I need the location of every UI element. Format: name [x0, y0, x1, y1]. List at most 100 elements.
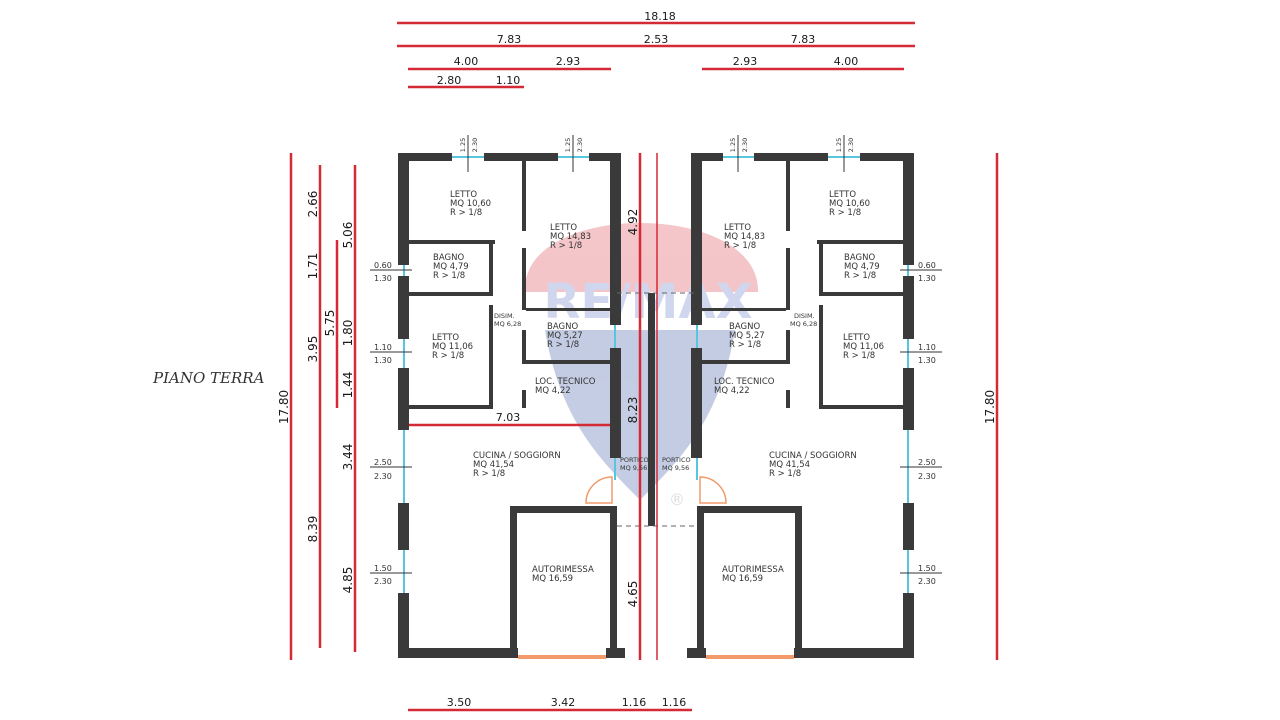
- room-ratio: R > 1/8: [547, 340, 579, 350]
- dim-label: 5.06: [341, 222, 355, 249]
- walls: [398, 153, 914, 658]
- wall-left-int-h5: [522, 360, 610, 364]
- room-ratio: R > 1/8: [843, 351, 875, 361]
- wall-left-top-3: [589, 153, 621, 161]
- dim-label: 1.16: [662, 696, 687, 709]
- room-ratio: R > 1/8: [550, 241, 582, 251]
- win-dim: 2.30: [918, 577, 936, 586]
- window-ticks: [370, 135, 942, 574]
- wall-left-int-h2: [409, 292, 491, 296]
- win-dim: 1.30: [918, 356, 936, 365]
- room-area: MQ 4,22: [535, 386, 571, 396]
- room-disim-left: DISIM. MQ 6,28: [494, 312, 521, 328]
- room-autorimessa-left: AUTORIMESSA MQ 16,59: [532, 565, 594, 584]
- room-area: MQ 9,56: [662, 464, 689, 472]
- door-swing-left: [585, 476, 613, 504]
- room-name: LETTO: [450, 190, 477, 200]
- win-dim: 0.60: [374, 261, 392, 270]
- wall-right-east-5: [903, 593, 914, 658]
- dim-label: 8.23: [626, 397, 640, 424]
- room-area: MQ 11,06: [432, 342, 473, 352]
- room-area: MQ 16,59: [722, 574, 763, 584]
- wall-right-west-1: [691, 153, 702, 325]
- wall-right-int-h3: [819, 405, 903, 409]
- room-name: BAGNO: [844, 253, 875, 263]
- room-name: PORTICO: [662, 456, 691, 464]
- room-loc-tecnico-right: LOC. TECNICO MQ 4,22: [714, 377, 775, 396]
- room-ratio: R > 1/8: [433, 271, 465, 281]
- win-dim: 1.10: [918, 343, 936, 352]
- window-dims-right: 0.60 1.30 1.10 1.30 2.50 2.30 1.50 2.30: [918, 261, 936, 586]
- window-dims-top: 1.25 2.30 1.25 2.30 1.25 2.30 1.25 2.30: [459, 138, 855, 152]
- wall-right-bottom-1: [687, 648, 706, 658]
- wall-left-west-2: [398, 276, 409, 339]
- doors: [518, 476, 794, 659]
- wall-right-garage-west: [697, 506, 704, 656]
- dim-label: 2.53: [644, 33, 669, 46]
- room-ratio: R > 1/8: [432, 351, 464, 361]
- dim-label: 1.16: [622, 696, 647, 709]
- room-ratio: R > 1/8: [473, 469, 505, 479]
- bottom-dimensions: 3.50 3.42 1.16 1.16: [447, 696, 687, 709]
- room-area: MQ 6,28: [790, 320, 817, 328]
- wall-left-garage-west: [510, 506, 517, 656]
- room-name: PORTICO: [620, 456, 649, 464]
- win-dim: 1.30: [918, 274, 936, 283]
- win-dim: 1.30: [374, 274, 392, 283]
- wall-left-int-v2: [522, 248, 526, 310]
- room-ratio: R > 1/8: [829, 208, 861, 218]
- room-area: MQ 41,54: [769, 460, 810, 470]
- wall-left-top-2: [484, 153, 558, 161]
- room-bagno-b-left: BAGNO MQ 5,27 R > 1/8: [547, 322, 583, 350]
- wall-right-int-v5: [786, 330, 790, 360]
- room-name: LOC. TECNICO: [535, 377, 596, 387]
- room-letto-c-left: LETTO MQ 11,06 R > 1/8: [432, 333, 473, 361]
- room-area: MQ 41,54: [473, 460, 514, 470]
- win-dim: 2.30: [918, 472, 936, 481]
- room-name: LETTO: [432, 333, 459, 343]
- wall-right-top-2: [754, 153, 828, 161]
- wall-left-int-h1: [409, 240, 495, 244]
- top-dimensions: 18.18 7.83 2.53 7.83 4.00 2.93 2.93 4.00…: [437, 10, 859, 87]
- rooms-left: LETTO MQ 10,60 R > 1/8 LETTO MQ 14,83 R …: [432, 190, 649, 584]
- room-area: MQ 11,06: [843, 342, 884, 352]
- room-area: MQ 14,83: [724, 232, 765, 242]
- window-dims-left: 0.60 1.30 1.10 1.30 2.50 2.30 1.50 2.30: [374, 261, 392, 586]
- center-dimensions: 4.92 8.23 4.65 7.03: [496, 209, 640, 608]
- dim-label: 4.92: [626, 209, 640, 236]
- dim-inner-label: 7.03: [496, 411, 521, 424]
- room-name: AUTORIMESSA: [722, 565, 784, 575]
- dim-label: 3.50: [447, 696, 472, 709]
- dim-total-label: 18.18: [644, 10, 676, 23]
- room-name: CUCINA / SOGGIORN: [473, 451, 561, 461]
- door-swing-right: [699, 476, 727, 504]
- dim-label: 4.00: [454, 55, 479, 68]
- room-letto-b-left: LETTO MQ 14,83 R > 1/8: [550, 223, 591, 251]
- wall-right-int-v4: [819, 305, 823, 408]
- room-name: LOC. TECNICO: [714, 377, 775, 387]
- wall-left-int-v6: [522, 390, 526, 408]
- room-name: LETTO: [550, 223, 577, 233]
- room-letto-c-right: LETTO MQ 11,06 R > 1/8: [843, 333, 884, 361]
- left-dimensions: 17.80 2.66 1.71 3.95 8.39 5.06 5.75 1.80…: [277, 191, 355, 594]
- room-disim-right: DISIM. MQ 6,28: [790, 312, 817, 328]
- room-area: MQ 9,56: [620, 464, 647, 472]
- dim-label: 4.00: [834, 55, 859, 68]
- room-area: MQ 10,60: [450, 199, 491, 209]
- wall-right-int-h5: [702, 360, 790, 364]
- room-area: MQ 10,60: [829, 199, 870, 209]
- wall-right-int-v2: [786, 248, 790, 310]
- room-area: MQ 5,27: [547, 331, 583, 341]
- dim-label: 1.71: [306, 253, 320, 280]
- dim-label: 1.80: [341, 320, 355, 347]
- room-name: DISIM.: [494, 312, 515, 320]
- room-ratio: R > 1/8: [844, 271, 876, 281]
- room-letto-b-right: LETTO MQ 14,83 R > 1/8: [724, 223, 765, 251]
- win-dim: 2.50: [918, 458, 936, 467]
- win-dim: 2.30: [847, 138, 855, 152]
- rooms-right: LETTO MQ 14,83 R > 1/8 LETTO MQ 10,60 R …: [662, 190, 884, 584]
- win-dim: 1.25: [835, 138, 843, 152]
- wall-right-bottom-2: [794, 648, 914, 658]
- wall-left-int-v5: [522, 330, 526, 360]
- win-dim: 2.30: [374, 577, 392, 586]
